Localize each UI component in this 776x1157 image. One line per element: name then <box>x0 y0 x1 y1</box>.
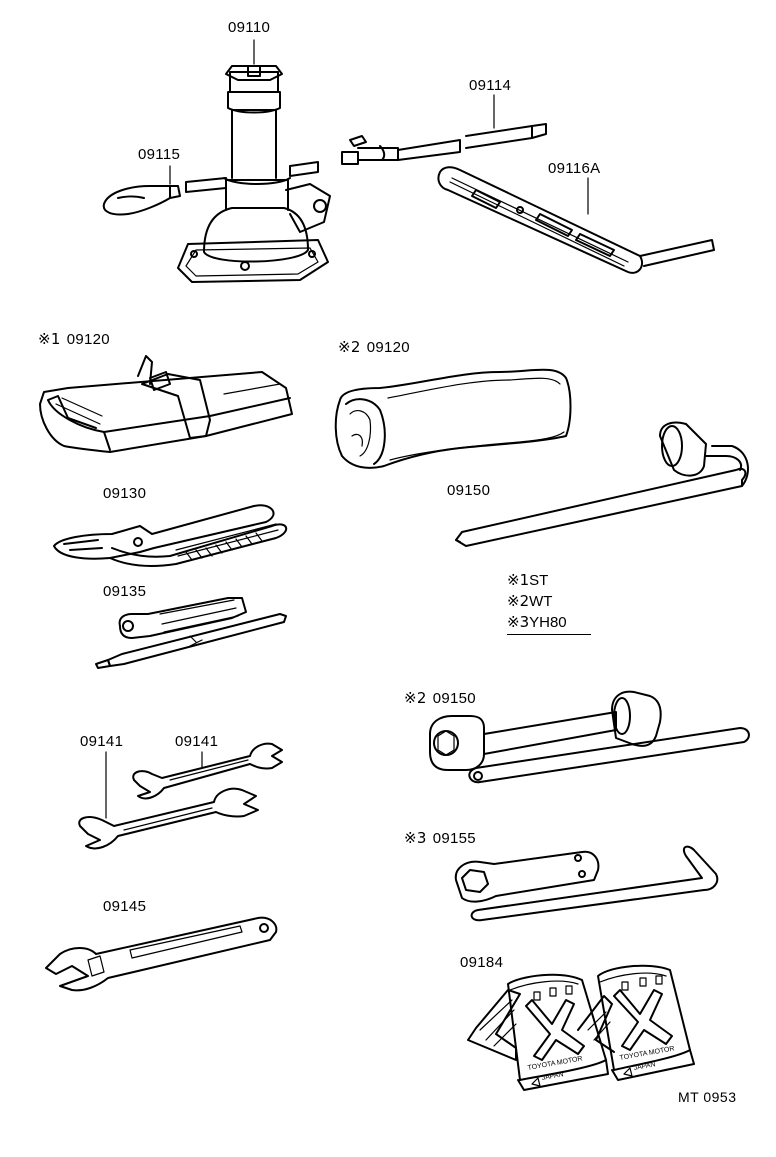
part-label-wheel-chocks: 09184 <box>460 954 504 971</box>
part-label-jack-handle-hook: 09115 <box>138 146 181 163</box>
adjustable-wrench-illustration <box>45 916 278 992</box>
part-label-jack-handle: 09116A <box>548 160 601 177</box>
tool-bag-1-illustration <box>39 355 293 453</box>
part-label-tool-bag-2: ※2 09120 <box>338 338 410 356</box>
jack-handle-extension-illustration <box>341 123 547 165</box>
legend-row-1: ※1ST <box>507 571 549 589</box>
leader-lines <box>105 39 589 819</box>
part-label-jack: 09110 <box>228 19 271 36</box>
part-label-open-wrench-a: 09141 <box>80 733 124 750</box>
chock-left-stamp-line2: JAPAN <box>541 1071 564 1082</box>
tool-bag-2-illustration <box>334 368 572 469</box>
part-label-tool-bag-1: ※1 09120 <box>38 330 110 348</box>
part-label-open-wrench-b: 09141 <box>175 733 219 750</box>
part-label-adjustable-wrench: 09145 <box>103 898 147 915</box>
legend-row-3: ※3YH80 <box>507 612 591 635</box>
open-wrench-a-illustration <box>132 742 283 800</box>
jack-handle-illustration <box>437 166 715 274</box>
variant-legend: ※1ST ※2WT ※3YH80 <box>507 570 591 635</box>
jack-handle-hook-illustration <box>102 185 181 216</box>
open-wrench-b-illustration <box>78 787 259 850</box>
variant-mark-1: ※1 <box>38 330 61 348</box>
part-label-jack-handle-extension: 09114 <box>469 77 512 94</box>
lug-wrench-illustration <box>455 421 749 547</box>
screwdriver-illustration <box>95 597 287 669</box>
variant-mark-2: ※2 <box>338 338 361 356</box>
part-label-screwdriver: 09135 <box>103 583 147 600</box>
lug-wrench-2-illustration <box>429 690 750 784</box>
part-label-lug-wrench: 09150 <box>447 482 491 499</box>
part-number: 09120 <box>366 339 410 356</box>
pliers-illustration <box>53 504 287 567</box>
wheel-chocks-illustration: TOYOTA MOTOR JAPAN TOYOTA MOTOR JAPAN <box>467 964 695 1091</box>
part-number: 09120 <box>66 331 110 348</box>
legend-row-2: ※2WT <box>507 592 553 610</box>
chock-right-stamp-line2: JAPAN <box>633 1061 656 1072</box>
drawing-reference: MT 0953 <box>678 1089 737 1105</box>
part-label-pliers: 09130 <box>103 485 147 502</box>
lug-wrench-3-illustration <box>454 845 719 922</box>
jack-illustration <box>177 65 331 283</box>
